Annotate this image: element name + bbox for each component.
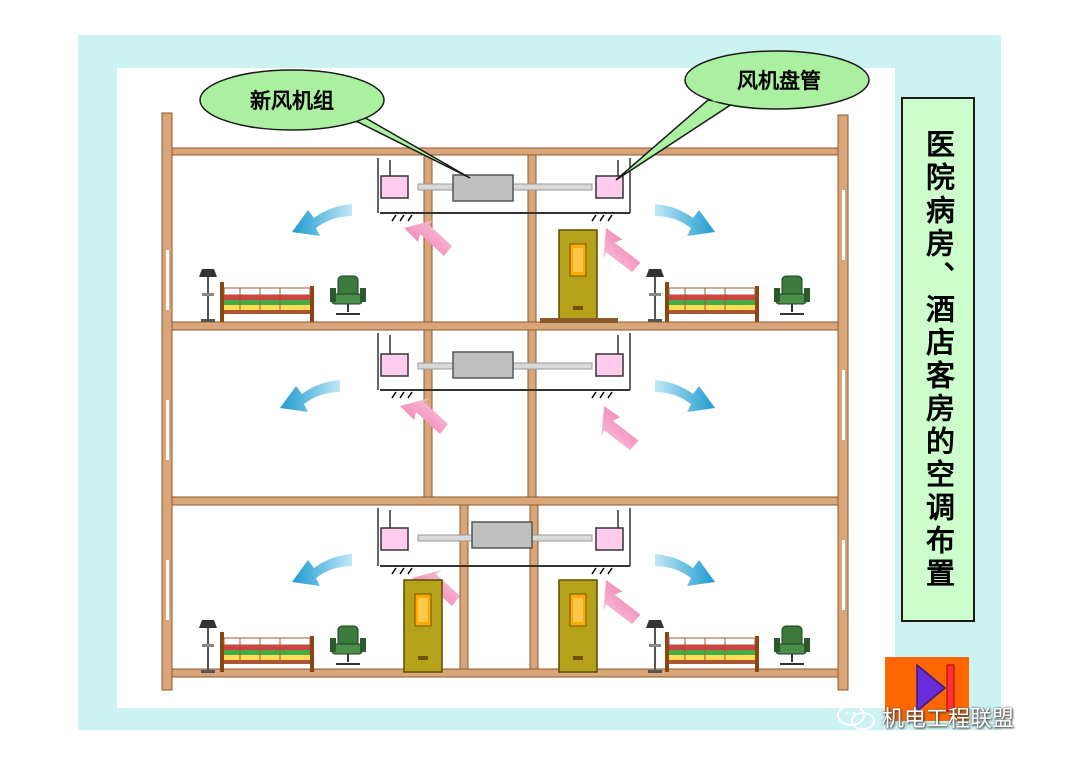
play-next-icon (916, 663, 955, 713)
callout-fresh-air-unit: 新风机组 (199, 69, 471, 179)
side-title-box: 医院病房、酒店客房的空调布置 (901, 97, 975, 622)
fan-coil-label: 风机盘管 (737, 69, 821, 93)
fresh-air-unit-label: 新风机组 (250, 89, 334, 113)
watermark-text: 机电工程联盟 (882, 707, 1015, 732)
room-door (403, 229, 618, 673)
wechat-icon (837, 704, 875, 730)
watermark: 机电工程联盟 (836, 700, 1014, 734)
fan-coil-unit (380, 175, 624, 551)
side-title: 医院病房、酒店客房的空调布置 (921, 128, 956, 591)
fresh-air-unit (452, 174, 533, 549)
callout-fan-coil: 风机盘管 (615, 50, 870, 181)
next-slide-button[interactable] (885, 657, 969, 721)
return-air-arrow (400, 220, 642, 629)
